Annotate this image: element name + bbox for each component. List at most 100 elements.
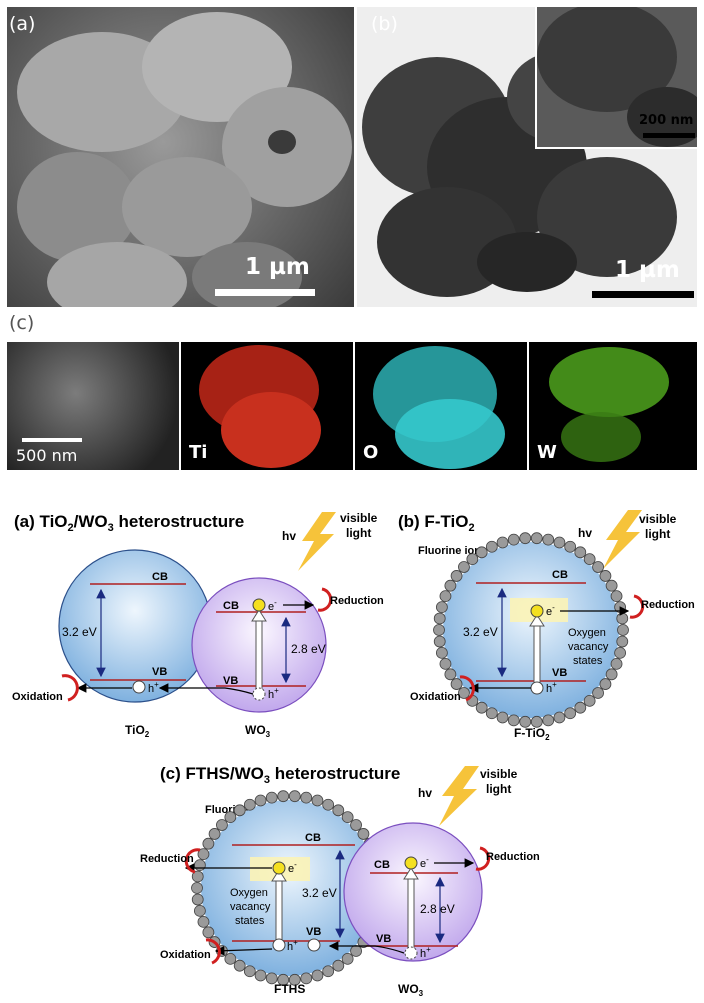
fluorine-ion — [617, 624, 629, 636]
fluorine-ion — [191, 870, 204, 883]
fluorine-ion — [332, 804, 345, 817]
oxidation-label: Oxidation — [410, 691, 461, 703]
fluorine-ion — [288, 973, 301, 986]
fluorine-ion — [485, 707, 498, 720]
fluorine-ion — [530, 715, 543, 728]
fluorine-ion — [605, 668, 618, 681]
electron-icon — [252, 598, 266, 612]
fluorine-ion — [322, 798, 335, 811]
scheme-c: (c) FTHS/WO3 heterostructure hv visible … — [140, 764, 540, 998]
fluorine-ion — [530, 532, 543, 545]
hv-label: hv — [418, 786, 432, 800]
fluorine-ion — [322, 965, 335, 978]
fluorine-ion — [197, 848, 210, 861]
fluorine-ion — [433, 612, 446, 625]
scheme-a: (a) TiO2/WO3 heterostructure hv visible … — [12, 511, 384, 739]
electron-label: e- — [546, 603, 555, 618]
fluorine-ion — [458, 561, 470, 573]
visible-label: visible — [639, 512, 677, 526]
fluorine-ion — [341, 952, 354, 965]
wo3-electron-icon — [404, 856, 418, 870]
tio2-cb: CB — [152, 571, 168, 583]
lightning-icon — [439, 766, 479, 826]
fluorine-ion — [439, 590, 452, 603]
fluorine-ion — [450, 570, 463, 582]
fluorine-ion — [614, 646, 627, 659]
fluorine-ion — [592, 561, 604, 573]
fluorine-ion — [350, 945, 362, 957]
panel-b-label: (b) — [371, 13, 398, 35]
fluorine-ion — [265, 791, 278, 804]
wo3-cb: CB — [374, 859, 390, 871]
oxidation-label: Oxidation — [12, 691, 63, 703]
fluorine-ion — [224, 811, 237, 824]
fluorine-ion — [475, 701, 488, 714]
fluorine-ion — [507, 714, 520, 727]
wo3-hole-label: h+ — [420, 945, 431, 960]
fluorine-ion — [542, 533, 555, 546]
fluorine-ion — [243, 965, 256, 978]
visible-label: visible — [480, 767, 518, 781]
scale-bar-a — [215, 289, 315, 296]
hole-icon — [530, 681, 544, 695]
reduction-left-label: Reduction — [140, 853, 194, 865]
states-label: states — [573, 655, 603, 667]
wo3-hole-icon — [404, 946, 418, 960]
ti-map-label: Ti — [189, 442, 208, 463]
tio2-name: TiO2 — [125, 723, 150, 739]
fluorine-ion — [265, 972, 278, 985]
fluorine-ion — [542, 714, 555, 727]
fluorine-ion — [341, 811, 354, 824]
fluorine-ion — [233, 959, 246, 972]
fths-name: FTHS — [274, 982, 305, 996]
light-label: light — [486, 782, 511, 796]
fluorine-ion — [350, 819, 362, 831]
fluorine-ion — [233, 804, 246, 817]
o-map-label: O — [363, 442, 379, 463]
ftio2-sphere — [443, 542, 619, 718]
electron-label: e- — [288, 860, 297, 875]
ftio2-cb: CB — [552, 569, 568, 581]
electron-icon — [530, 604, 544, 618]
haadf-image: 500 nm — [7, 342, 179, 470]
oxygen-label: Oxygen — [230, 887, 268, 899]
scale-bar-b — [592, 291, 694, 298]
panel-c-label: (c) — [9, 312, 35, 334]
fluorine-ion — [243, 798, 256, 811]
fluorine-ion — [564, 707, 577, 720]
fluorine-ion — [202, 926, 215, 939]
sem-particles — [17, 12, 352, 307]
fluorine-ion — [519, 715, 532, 728]
tio2-hole-label: h+ — [148, 680, 159, 695]
fluorine-ion — [300, 791, 313, 804]
panel-a-label: (a) — [9, 13, 36, 35]
lightning-icon — [603, 510, 642, 569]
wo3-name: WO3 — [245, 723, 271, 739]
fluorine-ion — [444, 668, 457, 681]
fths-vb: VB — [306, 926, 321, 938]
wo3-name: WO3 — [398, 982, 424, 998]
fluorine-ion — [466, 553, 479, 566]
vacancy-label: vacancy — [230, 901, 271, 913]
reduction-label: Reduction — [330, 595, 384, 607]
hv-label: hv — [578, 526, 592, 540]
sem-image: (a) 1 µm — [7, 7, 354, 307]
scale-label-b: 1 µm — [615, 257, 680, 283]
visible-label: visible — [340, 511, 378, 525]
tio2-gap: 3.2 eV — [62, 625, 97, 639]
fluorine-ion — [435, 646, 448, 659]
fluorine-ion — [599, 570, 612, 582]
oxygen-label: Oxygen — [568, 627, 606, 639]
fluorine-ion — [553, 536, 566, 549]
wo3-vb: VB — [223, 675, 238, 687]
fluorine-ion — [610, 590, 623, 603]
hole-icon — [252, 687, 266, 701]
fluorine-ion — [288, 790, 301, 803]
fluorine-ion — [311, 969, 324, 982]
scale-label-a: 1 µm — [245, 254, 310, 280]
fluorine-ion — [224, 952, 237, 965]
fluorine-beads — [433, 532, 629, 728]
ftio2-vb: VB — [552, 667, 567, 679]
fluorine-ion — [574, 546, 587, 559]
wo3-vb: VB — [376, 933, 391, 945]
